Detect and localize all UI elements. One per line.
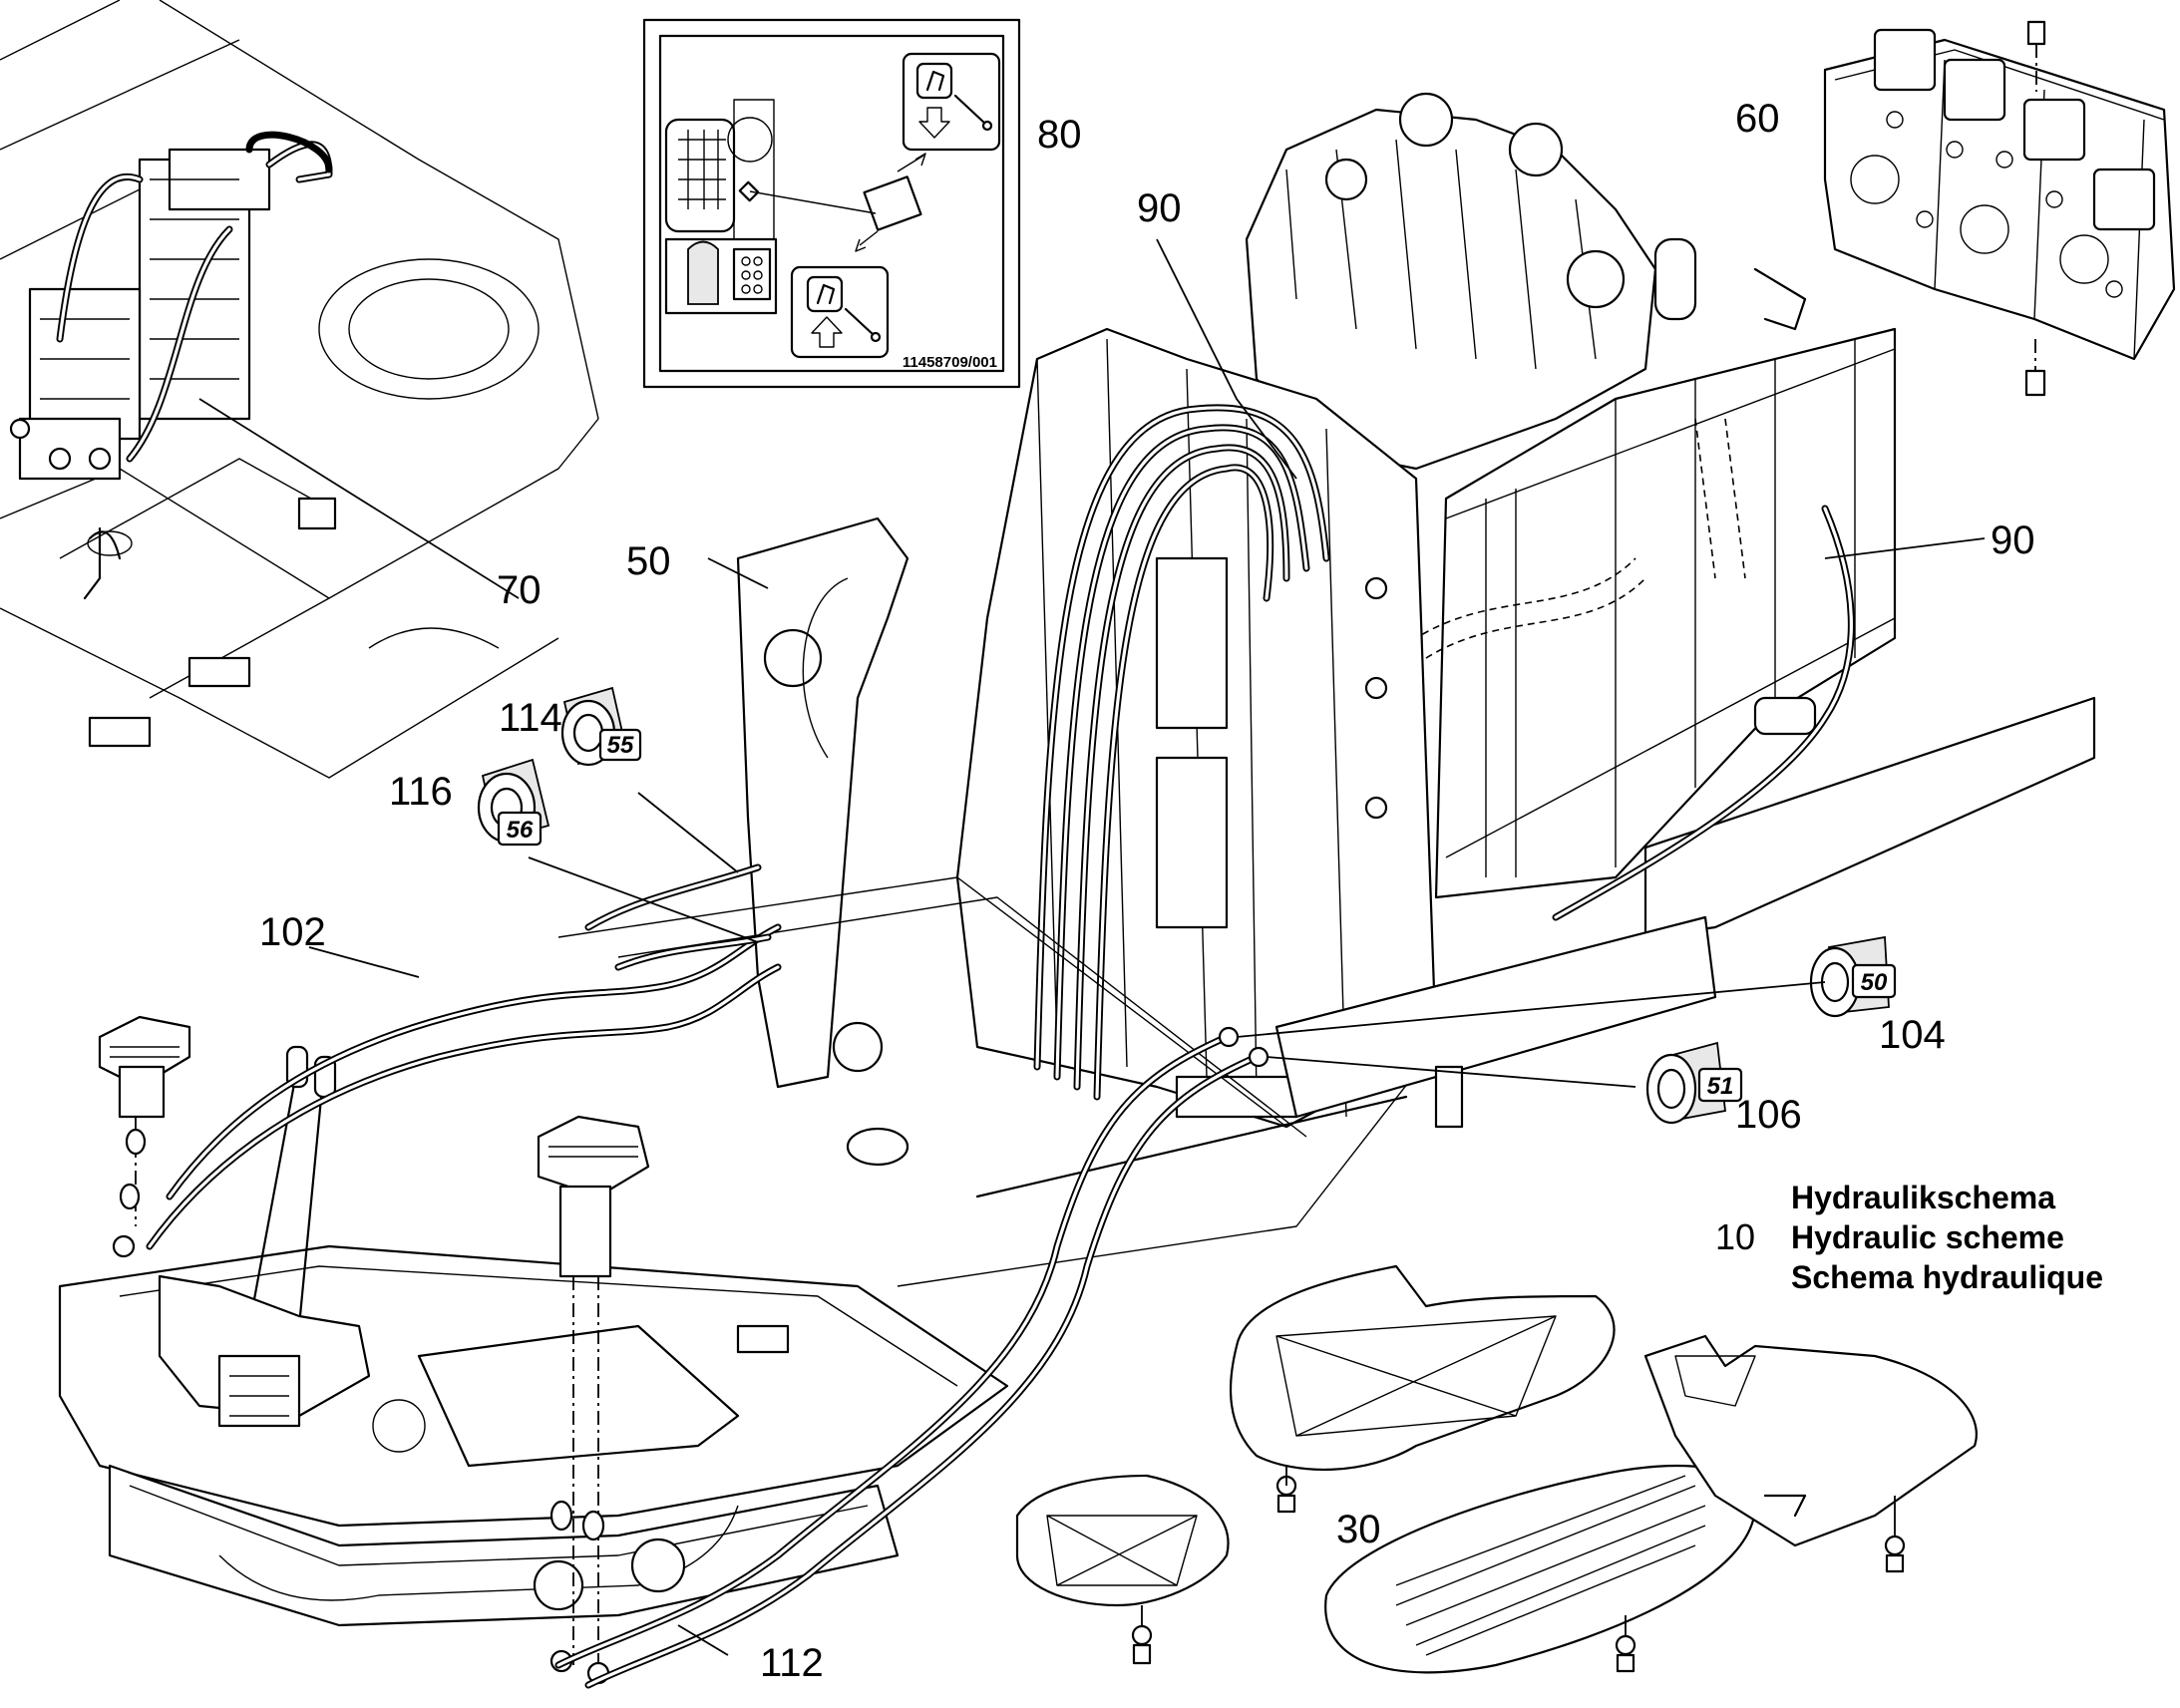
callout-50: 50: [626, 539, 671, 583]
legend: 10 Hydraulikschema Hydraulic scheme Sche…: [1715, 1180, 2103, 1295]
pattern-changer-inset: 11458709/001: [642, 18, 1021, 389]
legend-german: Hydraulikschema: [1791, 1180, 2055, 1215]
callout-102: 102: [259, 910, 326, 954]
engine-and-frame: [1196, 92, 2096, 1008]
hose-tag-55: 55: [560, 686, 642, 767]
hose-tag-50-label: 50: [1861, 969, 1888, 996]
callout-labels: 60 70 80 90 90 50 114 116 102 104 106 30…: [259, 97, 2035, 1685]
callout-112: 112: [760, 1641, 824, 1685]
hose-tag-56: 56: [477, 758, 550, 847]
callout-104: 104: [1879, 1013, 1946, 1057]
callout-70: 70: [497, 568, 542, 612]
floor-covers: [1015, 1264, 1978, 1674]
hose-tag-55-label: 55: [607, 732, 634, 759]
callout-60: 60: [1735, 97, 1780, 141]
legend-french: Schema hydraulique: [1791, 1259, 2103, 1295]
inset-reference-code: 11458709/001: [903, 354, 997, 371]
callout-90-right: 90: [1991, 518, 2035, 562]
legend-number: 10: [1715, 1216, 1755, 1257]
pedals-joystick-assembly: [98, 1015, 650, 1685]
leader-lines: [308, 238, 1986, 1656]
callout-80: 80: [1037, 113, 1082, 157]
hose-tag-50: 50: [1809, 935, 1897, 1018]
main-control-valve: [1823, 20, 2176, 397]
lower-frame: [58, 876, 1717, 1627]
cab-floor-valve-assembly: [0, 0, 599, 779]
hose-tag-51: 51: [1645, 1041, 1743, 1125]
callout-114: 114: [499, 696, 562, 740]
callout-106: 106: [1735, 1093, 1802, 1137]
callout-116: 116: [389, 770, 453, 814]
hose-lines: [146, 863, 1270, 1689]
callout-30: 30: [1336, 1508, 1381, 1551]
legend-english: Hydraulic scheme: [1791, 1219, 2064, 1255]
hose-tag-56-label: 56: [507, 817, 534, 844]
callout-90-top: 90: [1137, 186, 1182, 230]
hose-tag-51-label: 51: [1707, 1073, 1734, 1100]
